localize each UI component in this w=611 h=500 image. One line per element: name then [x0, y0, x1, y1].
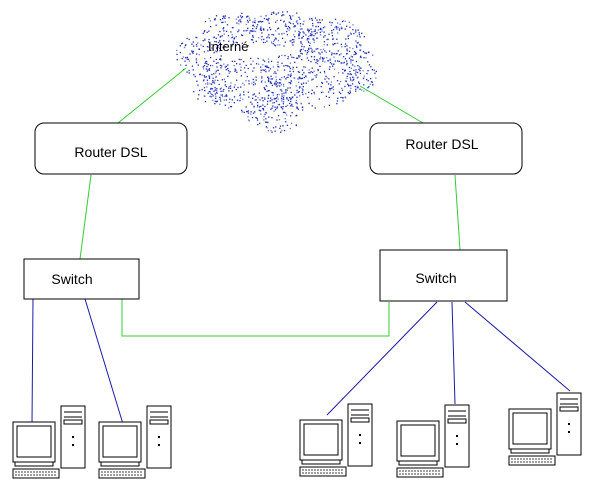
router-left-label: Router DSL [74, 144, 147, 160]
switch-left: Switch [23, 258, 140, 300]
desktop-computer-icon [98, 405, 172, 479]
link-cloud-router-left [117, 67, 187, 124]
link-switch-to-switch [121, 299, 390, 337]
link-switch-right-pc-3 [326, 301, 438, 416]
desktop-computer-icon [396, 404, 470, 478]
link-switch-left-pc-2 [84, 298, 124, 425]
link-router-right-switch-right [454, 174, 461, 251]
internet-label: Interné [208, 39, 248, 54]
desktop-computer-icon [508, 392, 582, 466]
internet-cloud-icon [176, 11, 377, 133]
router-right: Router DSL [369, 122, 523, 175]
desktop-computer-icon [299, 403, 373, 477]
link-switch-left-pc-1 [31, 298, 34, 425]
link-switch-right-pc-4 [451, 301, 456, 405]
switch-right: Switch [379, 249, 508, 302]
switch-left-label: Switch [51, 271, 92, 287]
router-left: Router DSL [34, 122, 188, 175]
lan-links [31, 298, 571, 425]
router-right-label: Router DSL [405, 136, 478, 152]
desktop-computer-icon [12, 405, 86, 479]
link-switch-right-pc-5 [464, 301, 571, 392]
switch-right-label: Switch [415, 270, 456, 286]
wan-links [79, 67, 461, 337]
link-cloud-router-right [359, 85, 424, 124]
link-router-left-switch-left [79, 174, 92, 260]
